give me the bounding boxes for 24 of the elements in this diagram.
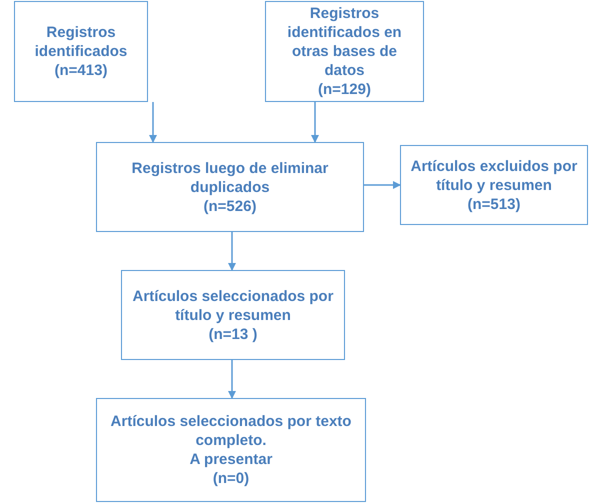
arrow [364,181,401,189]
arrow [228,360,236,399]
arrow [311,102,319,143]
box-text: Artículos seleccionados por texto completo. [110,412,352,450]
box-text: Artículos seleccionados por título y resumen [132,286,334,324]
process-box [96,398,366,502]
box-text: Registros luego de eliminar duplicados [130,158,330,196]
box-text: (n=513) [468,194,520,214]
process-box [96,142,364,232]
box-text: A presentar [190,450,272,469]
box-text: (n=413) [54,61,108,80]
box-text: Registros identificados [34,23,128,61]
process-box [14,1,148,102]
process-box [121,270,345,360]
process-box [265,1,424,102]
box-text: Artículos excluidos por título y resumen [410,156,578,194]
arrow [149,102,157,143]
box-text: (n=526) [204,196,256,216]
box-text: (n=0) [212,469,250,488]
box-text: (n=13 ) [208,324,258,344]
arrow [228,232,236,271]
process-box [400,145,588,225]
box-text: Registros identificados en otras bases de datos [286,4,403,80]
box-text: (n=129) [318,80,371,99]
